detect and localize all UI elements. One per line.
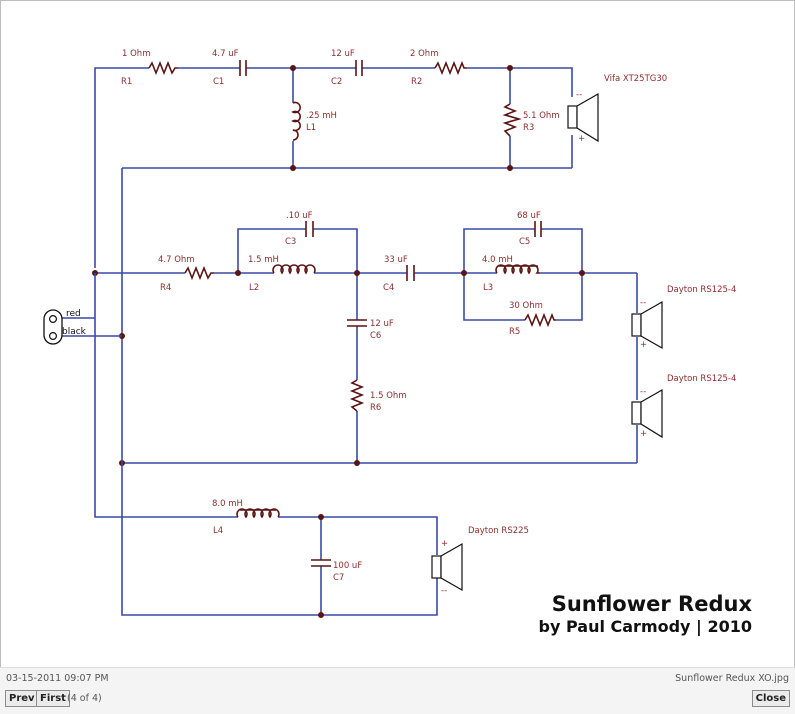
c6-value: 12 uF bbox=[370, 319, 394, 329]
resistor-r6 bbox=[349, 379, 365, 412]
l1-value: .25 mH bbox=[306, 111, 337, 121]
c5-value: 68 uF bbox=[517, 211, 541, 221]
resistor-r4 bbox=[184, 265, 214, 281]
resistor-r2 bbox=[434, 60, 467, 76]
inductor-l1 bbox=[291, 101, 301, 141]
tweeter-label: Vifa XT25TG30 bbox=[604, 74, 667, 84]
first-button[interactable]: First bbox=[36, 690, 70, 707]
tweeter-minus: -- bbox=[576, 90, 582, 100]
r3-ref: R3 bbox=[523, 123, 534, 133]
r4-ref: R4 bbox=[160, 283, 171, 293]
c6-ref: C6 bbox=[370, 331, 381, 341]
tweeter-section bbox=[94, 60, 599, 268]
terminal-black-label: black bbox=[62, 327, 87, 337]
l2-ref: L2 bbox=[249, 283, 259, 293]
speaker-labels: Vifa XT25TG30 Dayton RS125-4 Dayton RS12… bbox=[441, 74, 736, 596]
close-button[interactable]: Close bbox=[751, 690, 790, 707]
r5-value: 30 Ohm bbox=[509, 301, 543, 311]
capacitor-c1 bbox=[239, 60, 247, 76]
resistor-r3 bbox=[502, 103, 522, 137]
l3-value: 4.0 mH bbox=[482, 255, 513, 265]
input-terminal: red black bbox=[43, 309, 122, 345]
resistor-r1 bbox=[148, 60, 178, 76]
r2-value: 2 Ohm bbox=[410, 49, 438, 59]
viewer-footer: 03-15-2011 09:07 PM Sunflower Redux XO.j… bbox=[0, 667, 795, 714]
inductor-l4 bbox=[236, 508, 280, 519]
r4-value: 4.7 Ohm bbox=[158, 255, 195, 265]
speaker-mid-upper-icon bbox=[631, 300, 663, 350]
capacitor-c4 bbox=[406, 265, 415, 281]
c1-ref: C1 bbox=[213, 77, 224, 87]
woofer-minus: -- bbox=[441, 586, 447, 596]
c7-value: 100 uF bbox=[333, 561, 362, 571]
l4-value: 8.0 mH bbox=[212, 499, 243, 509]
capacitor-c7 bbox=[311, 559, 331, 567]
l2-value: 1.5 mH bbox=[248, 255, 279, 265]
resistor-r5 bbox=[524, 312, 556, 328]
terminal-red-label: red bbox=[66, 309, 81, 319]
mid-upper-label: Dayton RS125-4 bbox=[667, 285, 736, 295]
mid-lower-plus: + bbox=[640, 429, 647, 439]
c7-ref: C7 bbox=[333, 573, 344, 583]
mid-lower-minus: -- bbox=[640, 387, 646, 397]
inductor-l2 bbox=[272, 264, 316, 275]
image-date: 03-15-2011 09:07 PM bbox=[6, 673, 109, 684]
r2-ref: R2 bbox=[411, 77, 422, 87]
c3-value: .10 uF bbox=[286, 211, 313, 221]
prev-button[interactable]: Prev bbox=[5, 690, 39, 707]
capacitor-c2 bbox=[355, 60, 363, 76]
speaker-mid-lower-icon bbox=[631, 388, 663, 439]
r6-ref: R6 bbox=[370, 403, 381, 413]
l4-ref: L4 bbox=[213, 526, 223, 536]
c4-ref: C4 bbox=[383, 283, 394, 293]
image-count: (4 of 4) bbox=[67, 693, 102, 704]
c4-value: 33 uF bbox=[384, 255, 408, 265]
c2-ref: C2 bbox=[331, 77, 342, 87]
capacitor-c3 bbox=[305, 221, 314, 237]
midrange-section bbox=[92, 221, 663, 466]
woofer-section bbox=[94, 168, 463, 618]
capacitor-c6 bbox=[347, 319, 367, 327]
r6-value: 1.5 Ohm bbox=[370, 391, 407, 401]
woofer-plus: + bbox=[441, 539, 448, 549]
speaker-woofer-icon bbox=[431, 542, 463, 592]
c3-ref: C3 bbox=[285, 237, 296, 247]
mid-upper-minus: -- bbox=[640, 298, 646, 308]
tweeter-plus: + bbox=[578, 134, 585, 144]
diagram-author: by Paul Carmody | 2010 bbox=[539, 617, 752, 637]
mid-lower-label: Dayton RS125-4 bbox=[667, 374, 736, 384]
c2-value: 12 uF bbox=[331, 49, 355, 59]
diagram-title: Sunflower Redux bbox=[552, 592, 753, 616]
mid-upper-plus: + bbox=[640, 340, 647, 350]
c1-value: 4.7 uF bbox=[212, 49, 239, 59]
image-filename: Sunflower Redux XO.jpg bbox=[675, 673, 789, 684]
r3-value: 5.1 Ohm bbox=[523, 111, 560, 121]
l3-ref: L3 bbox=[483, 283, 493, 293]
r1-ref: R1 bbox=[121, 77, 132, 87]
component-labels: 1 Ohm R1 4.7 uF C1 12 uF C2 2 Ohm R2 .25… bbox=[121, 49, 560, 583]
capacitor-c5 bbox=[534, 221, 542, 237]
r5-ref: R5 bbox=[509, 327, 520, 337]
crossover-schematic: red black 1 Ohm R1 4.7 uF C1 12 uF C2 2 … bbox=[43, 49, 753, 637]
inductor-l3 bbox=[495, 264, 540, 275]
l1-ref: L1 bbox=[306, 123, 316, 133]
woofer-label: Dayton RS225 bbox=[468, 526, 529, 536]
c5-ref: C5 bbox=[519, 237, 530, 247]
r1-value: 1 Ohm bbox=[122, 49, 150, 59]
speaker-tweeter-icon bbox=[567, 92, 599, 143]
